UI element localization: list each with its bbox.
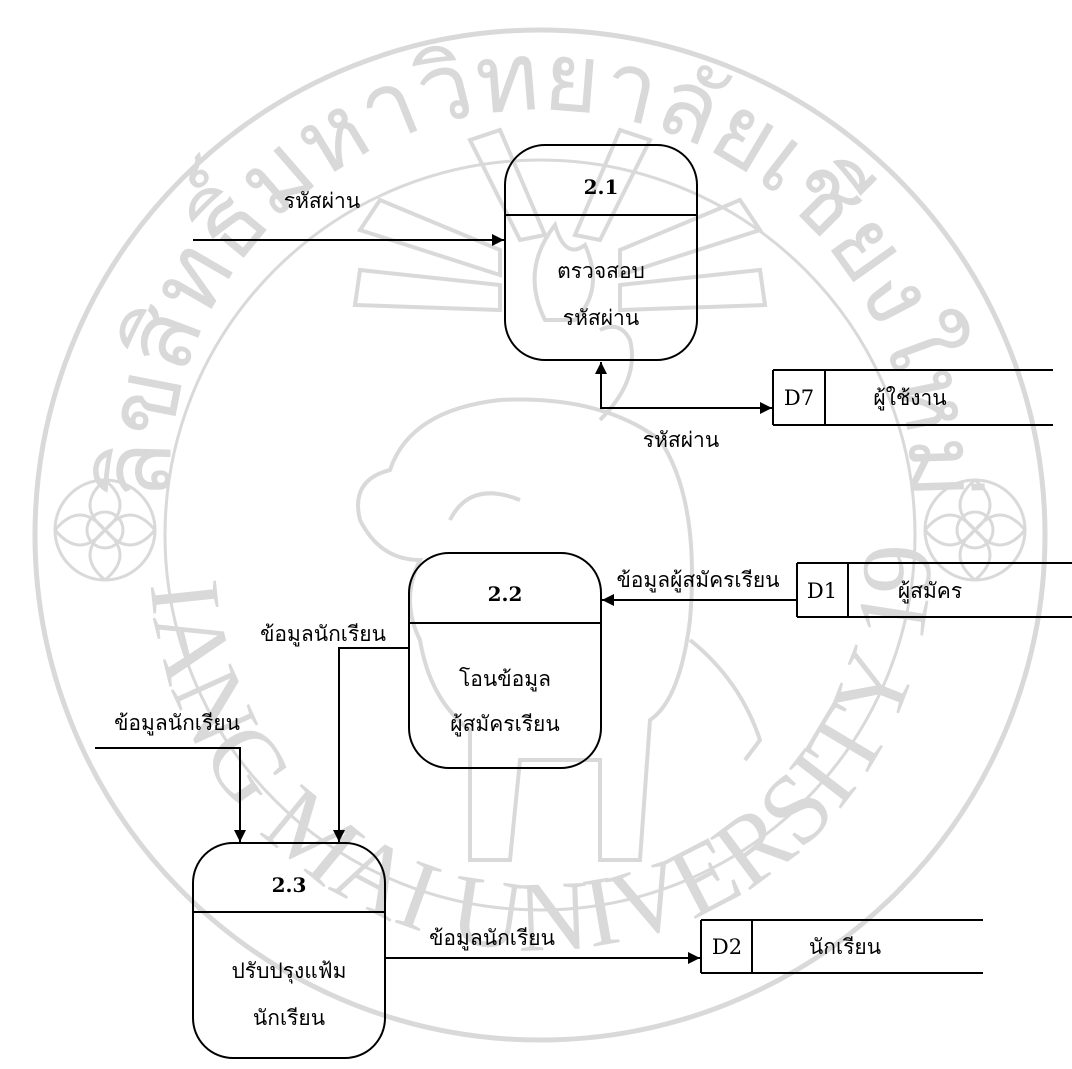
seal-emblem [352, 127, 768, 862]
datastore-d7-name: ผู้ใช้งาน [873, 386, 946, 411]
process-2-3-id: 2.3 [272, 873, 307, 897]
flow-student-data-out-label: ข้อมูลนักเรียน [429, 926, 555, 951]
process-2-1-name-line1: ตรวจสอบ [557, 259, 645, 283]
seal-flower-left-icon [53, 478, 157, 582]
process-2-2-name-line1: โอนข้อมูล [459, 667, 551, 692]
seal-top-text: ลิขสิทธิ์มหาวิทยาลัยเชียงใหม่ [83, 23, 996, 501]
datastore-d2-name: นักเรียน [809, 935, 881, 959]
datastore-d7-code: D7 [784, 386, 814, 410]
flow-student-data-in-label: ข้อมูลนักเรียน [114, 711, 240, 736]
flow-password-store-arrow [595, 362, 772, 414]
datastore-d1-code: D1 [807, 579, 837, 603]
datastore-d2-code: D2 [712, 935, 742, 959]
flow-student-data-22-23-label: ข้อมูลนักเรียน [260, 622, 386, 647]
datastore-d1-name: ผู้สมัคร [898, 579, 962, 604]
process-2-1-name-line2: รหัสผ่าน [563, 306, 639, 330]
seal-flower-right-icon [923, 478, 1027, 582]
process-2-2: 2.2 โอนข้อมูล ผู้สมัครเรียน [408, 552, 602, 769]
process-2-1-id: 2.1 [584, 175, 619, 199]
process-2-2-box [408, 552, 602, 769]
datastore-d1 [796, 562, 1072, 618]
flow-password-store-label: รหัสผ่าน [643, 428, 719, 452]
process-2-1: 2.1 ตรวจสอบ รหัสผ่าน [504, 144, 698, 361]
flow-applicant-data-label: ข้อมูลผู้สมัครเรียน [616, 568, 779, 593]
flow-student-data-22-23-arrow [333, 647, 409, 842]
seal-inner-ring [163, 158, 917, 912]
seal-outer-ring [32, 27, 1048, 1043]
flow-student-data-in-arrow [95, 747, 246, 842]
flow-password-in-label: รหัสผ่าน [284, 189, 360, 213]
process-2-2-name-line2: ผู้สมัครเรียน [450, 712, 559, 737]
process-2-3-name-line2: นักเรียน [253, 1006, 325, 1030]
datastore-d2 [700, 919, 983, 974]
process-2-3-box [192, 842, 386, 1059]
process-2-1-box [504, 144, 698, 361]
university-seal-watermark [32, 27, 1048, 1043]
datastore-d7 [772, 369, 1053, 426]
process-2-3-name-line1: ปรับปรุงแฟ้ม [231, 959, 346, 984]
process-2-3: 2.3 ปรับปรุงแฟ้ม นักเรียน [192, 842, 386, 1059]
process-2-2-id: 2.2 [488, 582, 523, 606]
